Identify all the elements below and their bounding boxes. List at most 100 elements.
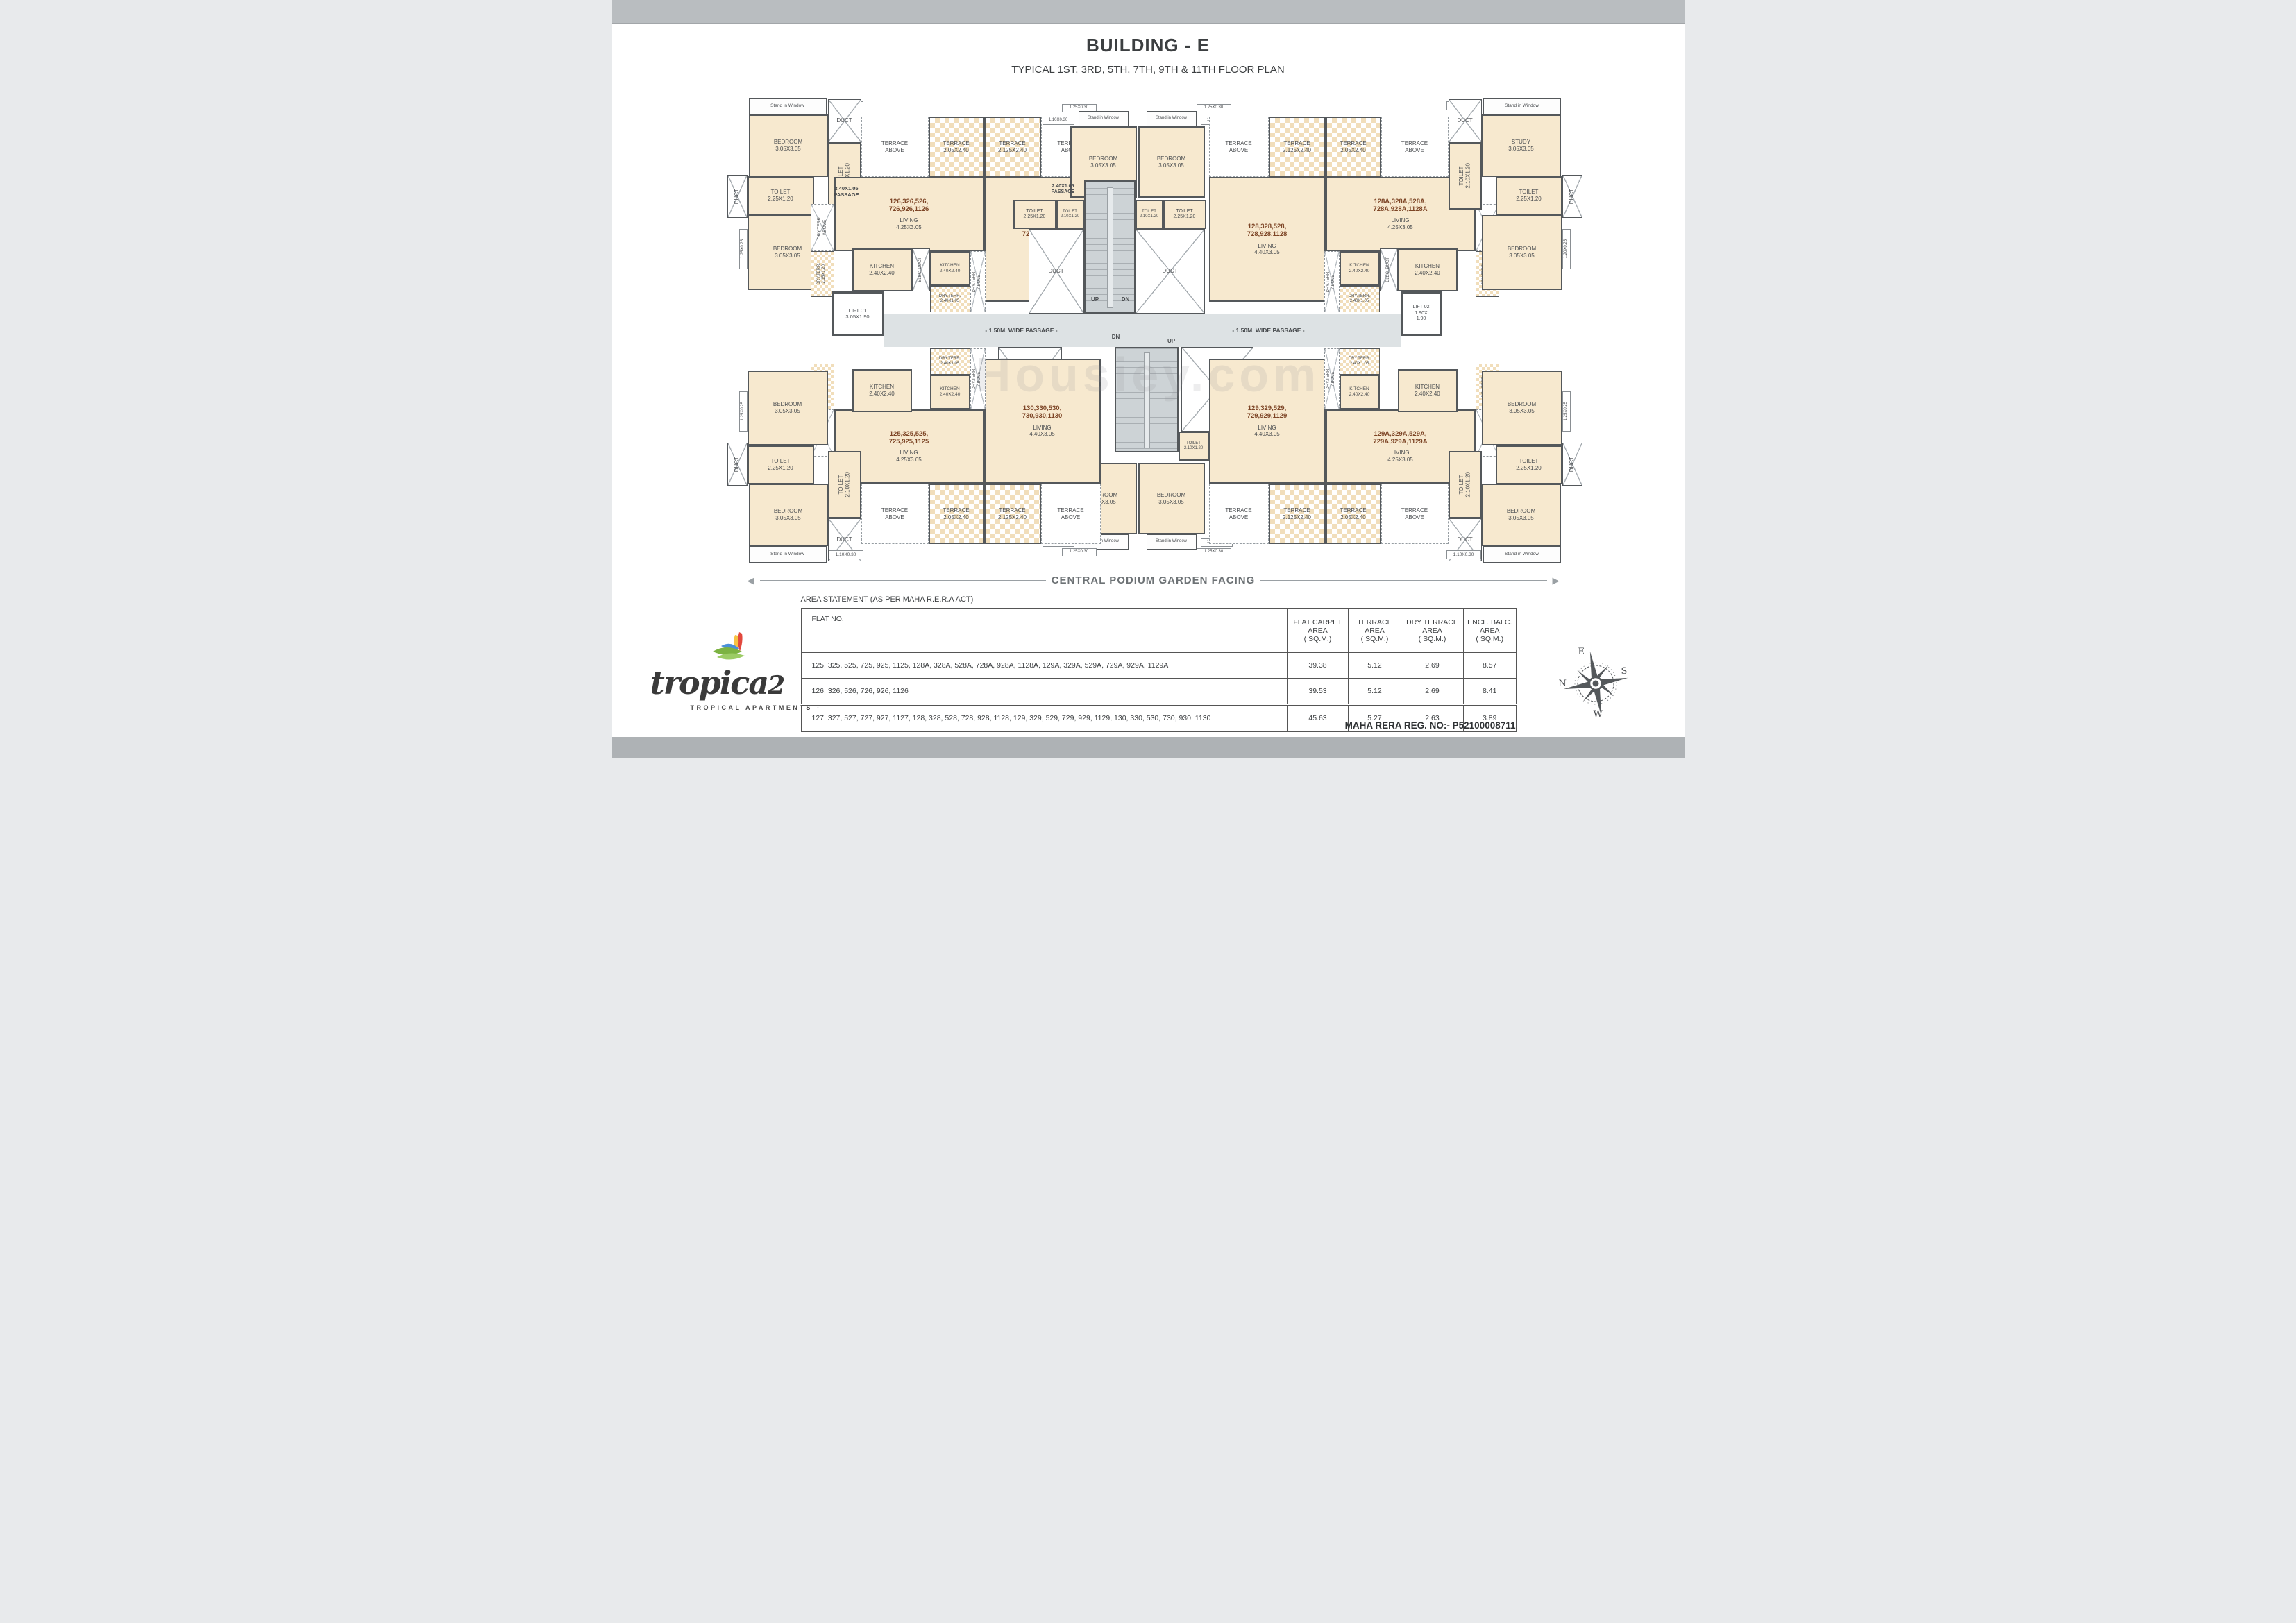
stand-in-window-bl: Stand in Window: [748, 546, 827, 563]
stair-bottom: [1114, 347, 1179, 452]
garden-line-left: [759, 579, 1046, 581]
dry-terr-above-tl: DRY.TERR.ABOVE: [810, 204, 834, 251]
table-cell: 39.53: [1287, 678, 1349, 705]
compass-rose: N E S W: [1558, 645, 1634, 722]
flower-icon: [712, 632, 745, 660]
table-cell: 5.27: [1348, 704, 1401, 732]
duct-tl: DUCT: [827, 99, 861, 142]
duct-core-top-left: DUCT: [1028, 229, 1084, 314]
dim-ct-tr: 1.25X0.30: [1196, 104, 1231, 112]
table-header-cell: FLAT NO.: [801, 608, 1288, 653]
stand-in-window-cb-2: Stand in Window: [1146, 534, 1197, 550]
dim-tl-corner: 1.25X0.25: [738, 229, 748, 269]
table-cell: 2.63: [1401, 704, 1464, 732]
dim-window-bl: 1.10X0.30: [828, 550, 863, 559]
logo-tagline: TROPICAL APARTMENTS -: [690, 704, 822, 711]
dry-terr-above-bcr: DRY.TERR.ABOVE: [1324, 348, 1340, 409]
elec-duct-tr: ELEC. DUCT: [1379, 248, 1398, 291]
duct-tr: DUCT: [1448, 99, 1482, 142]
table-header-cell: TERRACE AREA ( SQ.M.): [1348, 608, 1401, 653]
table-cell: 2.69: [1401, 652, 1464, 679]
tropica-logo: tropica2 TROPICAL APARTMENTS -: [650, 632, 819, 729]
table-cell: 5.12: [1348, 678, 1401, 705]
bottom-gray-band: [611, 737, 1685, 758]
table-cell: 8.41: [1463, 678, 1517, 705]
table-row: 125, 325, 525, 725, 925, 1125, 128A, 328…: [801, 652, 1517, 679]
dim-cb-bl: 1.25X0.30: [1061, 548, 1097, 556]
garden-facing-label: CENTRAL PODIUM GARDEN FACING: [1051, 575, 1256, 586]
floor-plan-canvas: Stand in Window1.10X0.30BEDROOM3.05X3.05…: [612, 0, 1685, 758]
floor-plan-page: BUILDING - E TYPICAL 1ST, 3RD, 5TH, 7TH,…: [611, 0, 1685, 758]
compass-w: W: [1593, 709, 1603, 720]
dry-terr-tl: DRY.TERR.2.15X1.20: [810, 251, 834, 297]
passage-label-left: - 1.50M. WIDE PASSAGE -: [985, 326, 1058, 334]
dim-br-corner: 1.25X0.25: [1562, 391, 1571, 432]
dim-ct-l: 1.10X0.30: [1042, 117, 1074, 125]
table-cell: 126, 326, 526, 726, 926, 1126: [801, 678, 1288, 705]
compass-icon: [1563, 651, 1628, 716]
garden-line-right: [1260, 579, 1547, 581]
dry-terr-above-cl: DRY.TERR.ABOVE: [970, 251, 986, 312]
dry-terr-cr: DRY.TERR.2.40X1.05: [1339, 286, 1380, 312]
corridor: [884, 314, 1401, 347]
compass-e: E: [1578, 647, 1585, 657]
duct-left-top: DUCT: [727, 175, 748, 218]
stair-top-up: UP: [1090, 296, 1099, 303]
rera-registration: MAHA RERA REG. NO:- P52100008711: [1344, 720, 1516, 731]
duct-left-bottom: DUCT: [727, 443, 748, 486]
table-header-cell: DRY TERRACE AREA ( SQ.M.): [1401, 608, 1464, 653]
table-cell: 5.12: [1348, 652, 1401, 679]
stair-bottom-up: UP: [1167, 338, 1176, 345]
stair-bottom-dn: DN: [1111, 334, 1120, 341]
dry-terr-above-bcl: DRY.TERR.ABOVE: [970, 348, 986, 409]
table-cell: 45.63: [1287, 704, 1349, 732]
dim-bl-corner: 1.25X0.25: [738, 391, 748, 432]
logo-suffix: 2: [768, 671, 785, 700]
stand-in-window-tl: Stand in Window: [748, 98, 827, 114]
dim-window-br: 1.10X0.30: [1446, 550, 1481, 559]
dry-terr-bcl: DRY.TERR.2.40X1.05: [929, 348, 970, 375]
stair-top: [1083, 180, 1136, 314]
dry-terr-cl: DRY.TERR.2.40X1.05: [929, 286, 970, 312]
elec-duct-tl: ELEC. DUCT: [911, 248, 930, 291]
page-subtitle: TYPICAL 1ST, 3RD, 5TH, 7TH, 9TH & 11TH F…: [1011, 64, 1285, 76]
table-cell: 127, 327, 527, 727, 927, 1127, 128, 328,…: [801, 704, 1288, 732]
table-cell: 8.57: [1463, 652, 1517, 679]
dry-terr-above-cr: DRY.TERR.ABOVE: [1324, 251, 1340, 312]
passage-label-right: - 1.50M. WIDE PASSAGE -: [1232, 326, 1305, 334]
